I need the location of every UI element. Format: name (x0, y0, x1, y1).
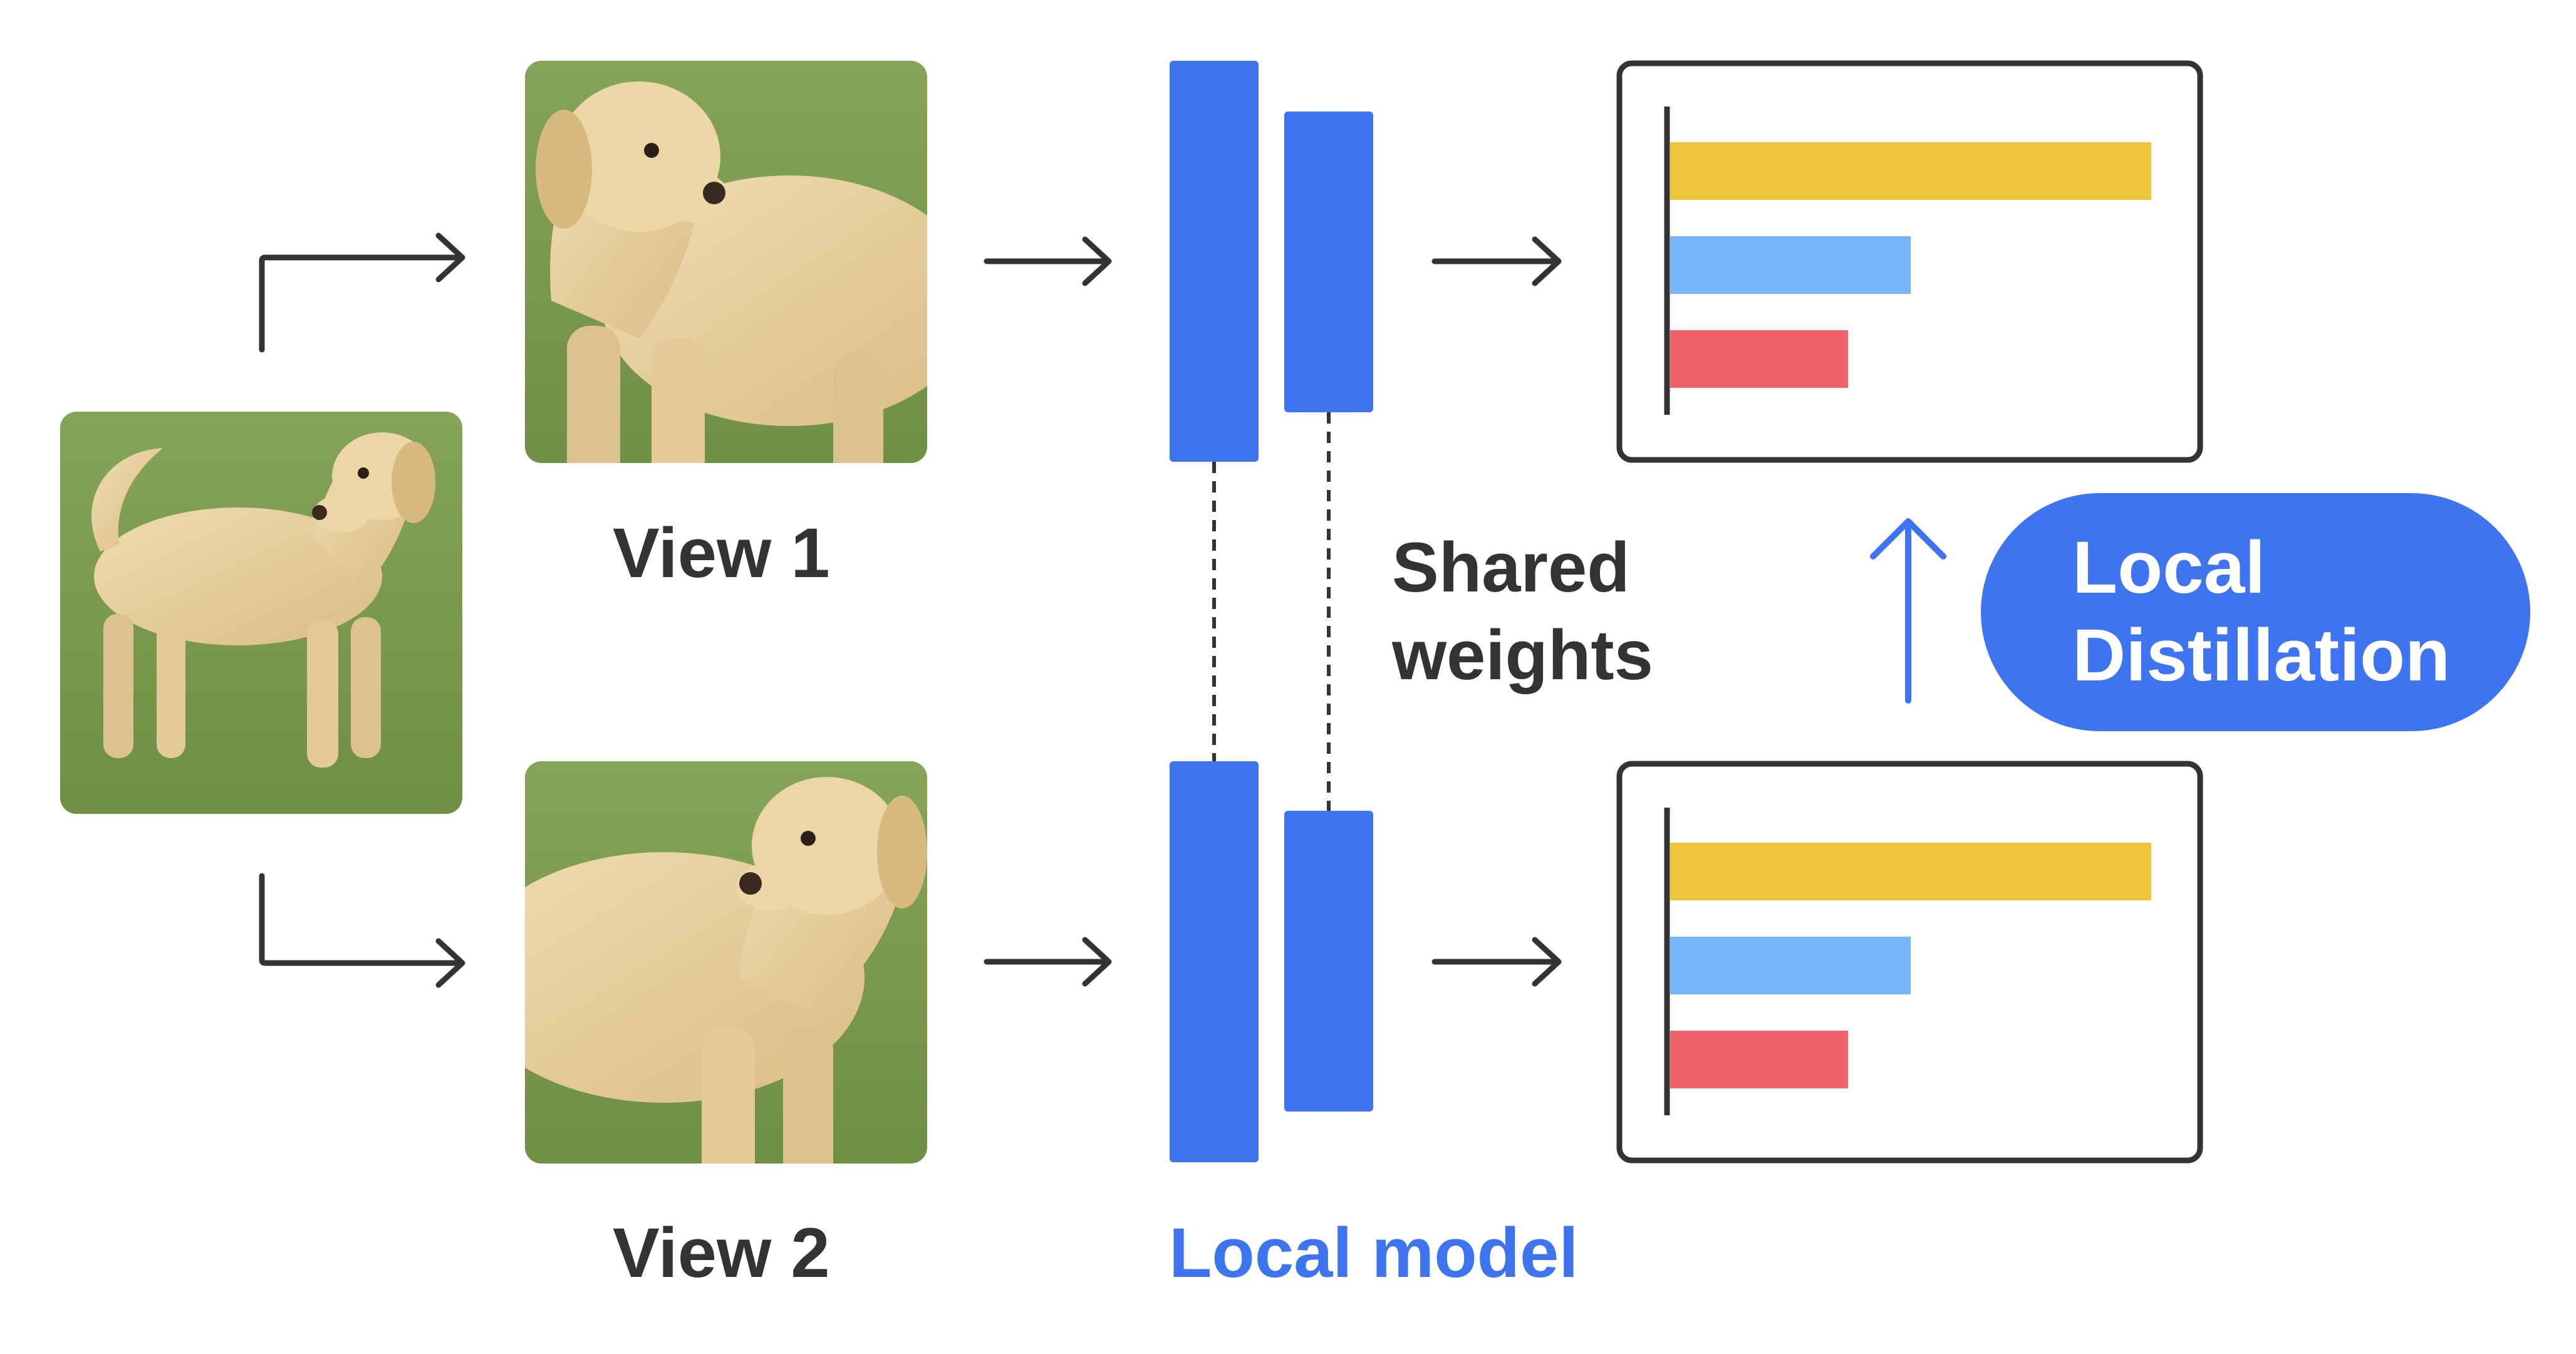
output-bars-bottom (1670, 843, 2151, 1088)
branch-arrow-bottom (259, 873, 464, 966)
view2-label: View 2 (613, 1214, 830, 1292)
output-bar-bottom-3 (1670, 1031, 1848, 1088)
arrowhead-view2-to-model (1082, 937, 1112, 987)
arrowhead-model-to-output-top (1532, 236, 1562, 286)
output-bar-top-3 (1670, 330, 1848, 388)
output-bar-bottom-2 (1670, 937, 1911, 994)
arrowhead-view1-to-model (1082, 236, 1112, 286)
view1-label: View 1 (613, 514, 830, 592)
view2-dog-image (525, 761, 927, 1164)
output-bar-top-1 (1670, 142, 2151, 200)
output-bars-top (1670, 142, 2151, 388)
output-bar-top-2 (1670, 236, 1911, 294)
distillation-line1: Local (2072, 526, 2266, 609)
encoder-block-top-small (1284, 112, 1373, 412)
branch-arrowhead-bottom (435, 938, 465, 988)
output-bar-bottom-1 (1670, 843, 2151, 900)
local-distillation-badge (1981, 493, 2530, 731)
branch-arrow-top (259, 254, 464, 353)
local-model-label: Local model (1169, 1214, 1579, 1292)
source-dog-image (60, 412, 462, 814)
branch-arrowhead-top (435, 232, 465, 283)
encoder-block-bottom-small (1284, 811, 1373, 1112)
encoder-block-top-large (1170, 61, 1259, 462)
view1-dog-image (525, 61, 927, 463)
distillation-line2: Distillation (2072, 614, 2451, 697)
arrowhead-model-to-output-bottom (1532, 937, 1562, 987)
shared-weights-line1: Shared (1392, 528, 1630, 607)
local-distillation-text: Local Distillation (2072, 524, 2450, 699)
shared-weights-line2: weights (1392, 616, 1653, 694)
encoder-block-bottom-large (1170, 761, 1259, 1162)
up-arrowhead (1870, 518, 1946, 560)
shared-weights-label: Shared weights (1392, 524, 1653, 699)
